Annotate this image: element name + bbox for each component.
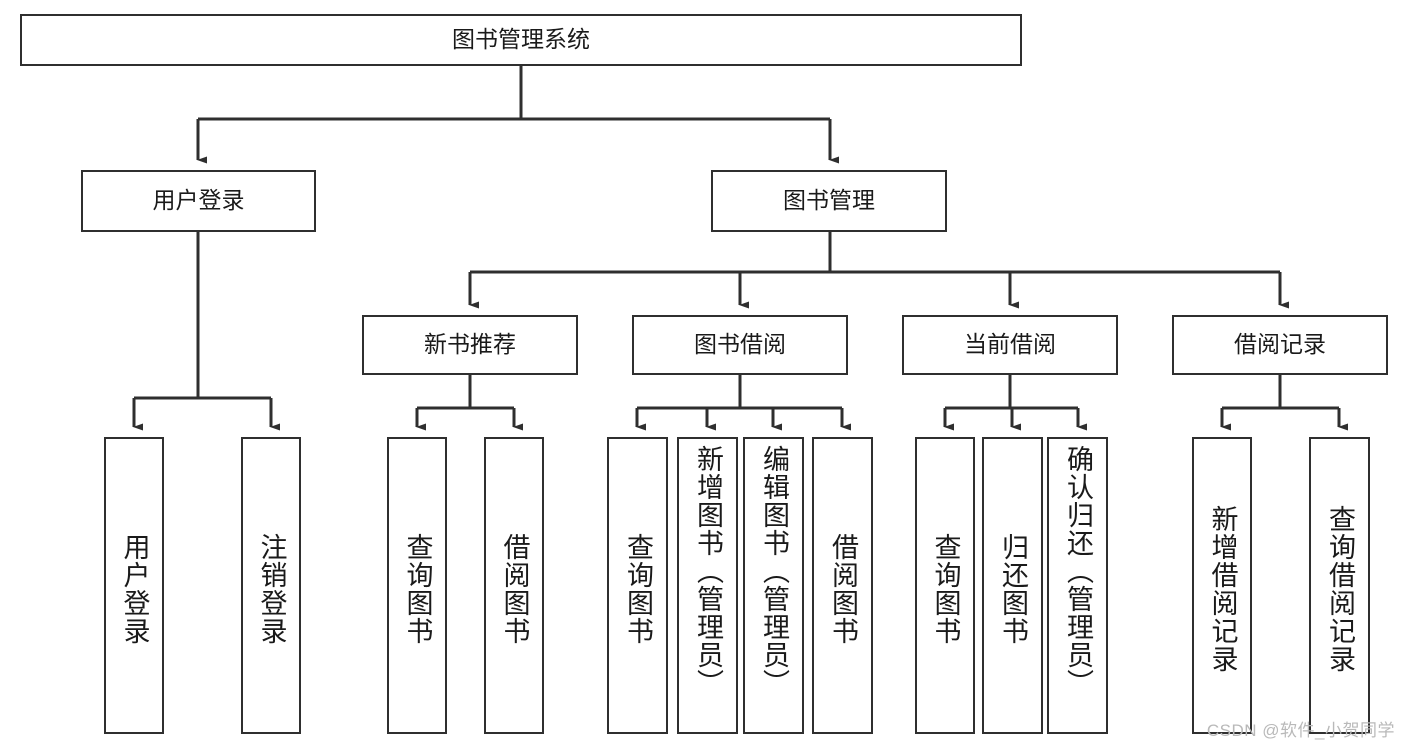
csdn-watermark: CSDN @软件_小贺同学 xyxy=(1206,721,1395,740)
node-leaf-rec-query-book[interactable]: 查询图书 xyxy=(387,437,447,734)
node-leaf-cb-confirm-return-label: 确认归还（管理员） xyxy=(1063,445,1093,697)
node-new-book-recommend-label: 新书推荐 xyxy=(424,331,516,358)
node-leaf-user-login[interactable]: 用户登录 xyxy=(104,437,164,734)
node-leaf-bb-edit-book[interactable]: 编辑图书（管理员） xyxy=(743,437,804,734)
node-book-borrow[interactable]: 图书借阅 xyxy=(632,315,848,375)
node-book-manage[interactable]: 图书管理 xyxy=(711,170,947,232)
node-leaf-cb-query-book-label: 查询图书 xyxy=(930,532,961,645)
node-leaf-bb-query-book-label: 查询图书 xyxy=(623,532,653,645)
node-leaf-bb-query-book[interactable]: 查询图书 xyxy=(607,437,668,734)
node-root-label: 图书管理系统 xyxy=(452,26,590,53)
node-leaf-cb-query-book[interactable]: 查询图书 xyxy=(915,437,975,734)
node-user-login[interactable]: 用户登录 xyxy=(81,170,316,232)
node-leaf-br-add-record-label: 新增借阅记录 xyxy=(1207,504,1238,673)
node-book-borrow-label: 图书借阅 xyxy=(694,331,786,358)
node-leaf-cb-return-book-label: 归还图书 xyxy=(998,532,1028,645)
node-leaf-rec-borrow-book-label: 借阅图书 xyxy=(499,532,530,645)
node-leaf-br-query-record-label: 查询借阅记录 xyxy=(1325,504,1355,673)
node-leaf-rec-query-book-label: 查询图书 xyxy=(402,532,433,645)
node-leaf-rec-borrow-book[interactable]: 借阅图书 xyxy=(484,437,544,734)
node-book-manage-label: 图书管理 xyxy=(783,187,875,214)
node-leaf-bb-borrow-book-label: 借阅图书 xyxy=(828,532,858,645)
node-borrow-record-label: 借阅记录 xyxy=(1234,331,1326,358)
node-leaf-cb-return-book[interactable]: 归还图书 xyxy=(982,437,1043,734)
node-borrow-record[interactable]: 借阅记录 xyxy=(1172,315,1388,375)
node-leaf-bb-add-book-label: 新增图书（管理员） xyxy=(693,445,723,697)
node-current-borrow-label: 当前借阅 xyxy=(964,331,1056,358)
node-leaf-logout-label: 注销登录 xyxy=(256,532,287,645)
node-current-borrow[interactable]: 当前借阅 xyxy=(902,315,1118,375)
node-leaf-bb-add-book[interactable]: 新增图书（管理员） xyxy=(677,437,738,734)
node-leaf-br-query-record[interactable]: 查询借阅记录 xyxy=(1309,437,1370,734)
node-leaf-bb-borrow-book[interactable]: 借阅图书 xyxy=(812,437,873,734)
node-leaf-user-login-label: 用户登录 xyxy=(119,532,150,645)
node-leaf-cb-confirm-return[interactable]: 确认归还（管理员） xyxy=(1047,437,1108,734)
node-new-book-recommend[interactable]: 新书推荐 xyxy=(362,315,578,375)
node-leaf-br-add-record[interactable]: 新增借阅记录 xyxy=(1192,437,1252,734)
node-leaf-bb-edit-book-label: 编辑图书（管理员） xyxy=(759,445,789,697)
node-user-login-label: 用户登录 xyxy=(152,187,245,214)
node-root[interactable]: 图书管理系统 xyxy=(20,14,1022,66)
node-leaf-logout[interactable]: 注销登录 xyxy=(241,437,301,734)
